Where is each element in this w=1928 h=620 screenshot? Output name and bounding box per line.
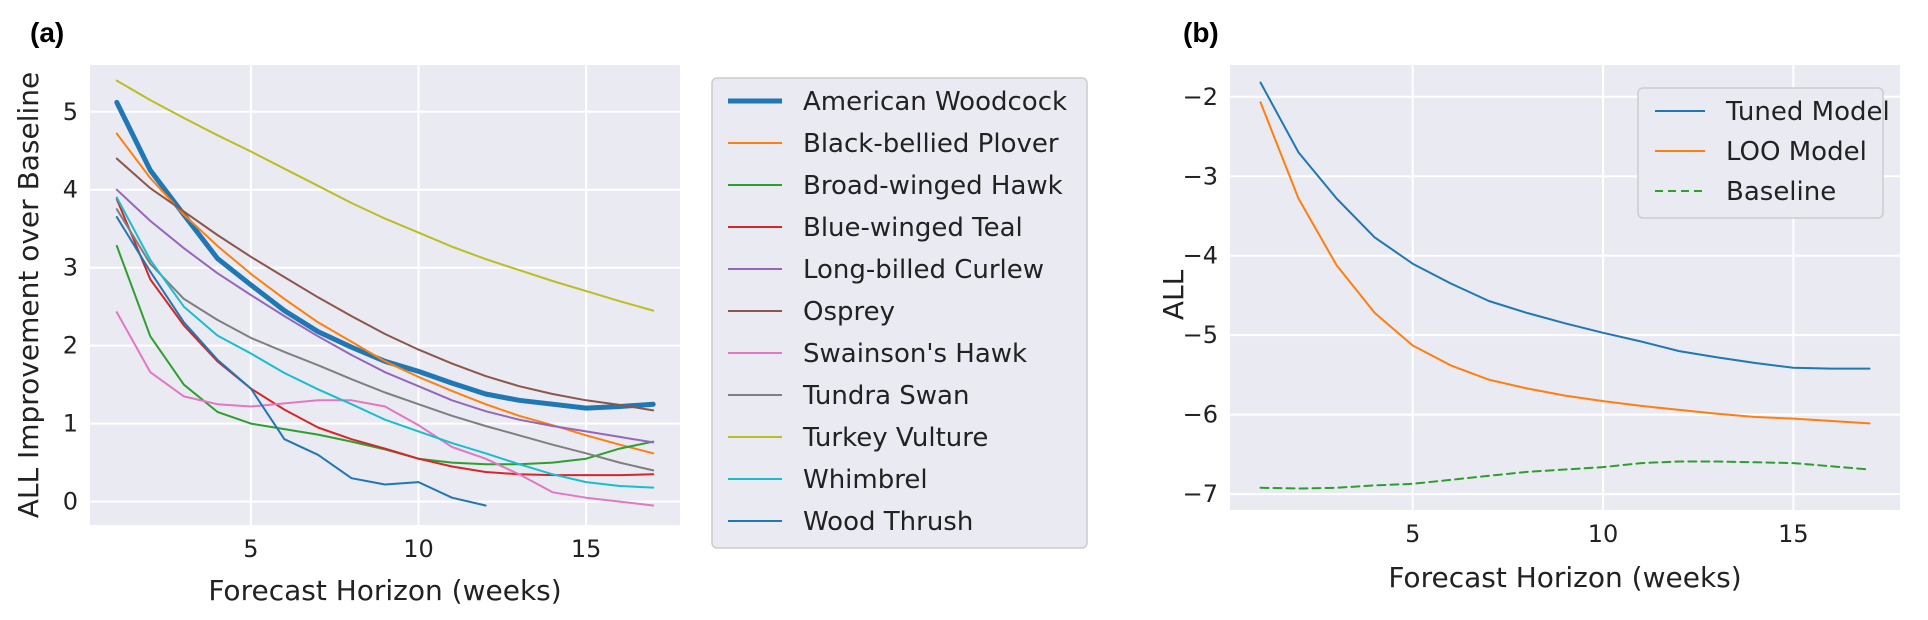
a-series-line-blue-winged-teal <box>115 198 655 477</box>
panel-a-label: (a) <box>30 17 64 48</box>
a-legend-label-long-billed-curlew: Long-billed Curlew <box>803 255 1044 285</box>
a-y-tick-label: 4 <box>63 176 78 204</box>
b-y-tick-label: −7 <box>1183 480 1218 508</box>
panel-a-legend-box <box>711 77 1088 549</box>
panel-a-series <box>114 79 656 507</box>
b-legend-label-loo-model: LOO Model <box>1726 137 1867 167</box>
b-y-tick-label: −2 <box>1183 83 1218 111</box>
panel-b: (b) 5 10 15 −2 −3 −4 −5 −6 −7 Forecast Horizon (… <box>1157 17 1900 594</box>
b-legend-label-tuned-model: Tuned Model <box>1725 97 1890 127</box>
b-x-tick-label: 5 <box>1405 520 1420 548</box>
a-legend-label-black-bellied-plover: Black-bellied Plover <box>803 129 1059 159</box>
a-x-tick-label: 10 <box>403 535 434 563</box>
a-legend-label-wood-thrush: Wood Thrush <box>803 507 973 537</box>
a-legend-label-turkey-vulture: Turkey Vulture <box>802 423 988 453</box>
a-y-tick-label: 1 <box>63 410 78 438</box>
panel-b-x-axis-label: Forecast Horizon (weeks) <box>1388 561 1741 594</box>
a-legend-label-swainson-s-hawk: Swainson's Hawk <box>803 339 1027 369</box>
a-series-line-long-billed-curlew <box>115 188 655 444</box>
a-legend-label-osprey: Osprey <box>803 297 895 327</box>
panel-b-series <box>1259 81 1871 490</box>
panel-a-ticks: 5 10 15 0 1 2 3 4 5 <box>63 98 602 563</box>
b-series-line-loo-model <box>1259 101 1871 425</box>
b-x-tick-label: 10 <box>1588 520 1619 548</box>
b-y-tick-label: −6 <box>1183 401 1218 429</box>
a-series-line-wood-thrush <box>115 216 487 507</box>
panel-a: (a) 5 10 15 0 1 2 3 4 5 Forecast Horizon (weeks)… <box>12 17 1088 607</box>
a-x-tick-label: 15 <box>571 535 602 563</box>
a-y-tick-label: 0 <box>63 488 78 516</box>
panel-b-ticks: 5 10 15 −2 −3 −4 −5 −6 −7 <box>1183 83 1809 548</box>
a-legend-label-broad-winged-hawk: Broad-winged Hawk <box>803 171 1063 201</box>
b-series-line-baseline <box>1259 460 1871 490</box>
a-y-tick-label: 3 <box>63 254 78 282</box>
panel-b-grid <box>1230 65 1900 510</box>
b-legend-label-baseline: Baseline <box>1726 177 1836 207</box>
b-y-tick-label: −4 <box>1183 242 1218 270</box>
a-legend-label-american-woodcock: American Woodcock <box>803 87 1067 117</box>
b-series-line-tuned-model <box>1259 81 1871 370</box>
a-series-line-swainson-s-hawk <box>115 311 655 507</box>
a-legend-label-whimbrel: Whimbrel <box>803 465 928 495</box>
a-series-line-turkey-vulture <box>115 79 655 312</box>
a-y-tick-label: 2 <box>63 332 78 360</box>
panel-b-label: (b) <box>1183 17 1219 48</box>
panel-a-y-axis-label: ALL Improvement over Baseline <box>12 72 45 519</box>
panel-a-plot-area <box>90 65 680 525</box>
a-legend-label-tundra-swan: Tundra Swan <box>802 381 969 411</box>
panel-b-legend-box <box>1637 87 1884 219</box>
panel-a-x-axis-label: Forecast Horizon (weeks) <box>208 574 561 607</box>
b-y-tick-label: −5 <box>1183 321 1218 349</box>
b-x-tick-label: 15 <box>1778 520 1809 548</box>
a-series-line-osprey <box>115 157 655 412</box>
panel-a-grid <box>90 65 680 525</box>
a-series-line-whimbrel <box>115 196 655 489</box>
a-legend-label-blue-winged-teal: Blue-winged Teal <box>803 213 1023 243</box>
a-y-tick-label: 5 <box>63 98 78 126</box>
a-series-line-tundra-swan <box>115 208 655 472</box>
a-x-tick-label: 5 <box>243 535 258 563</box>
b-y-tick-label: −3 <box>1183 162 1218 190</box>
panel-b-y-axis-label: ALL <box>1157 269 1190 320</box>
